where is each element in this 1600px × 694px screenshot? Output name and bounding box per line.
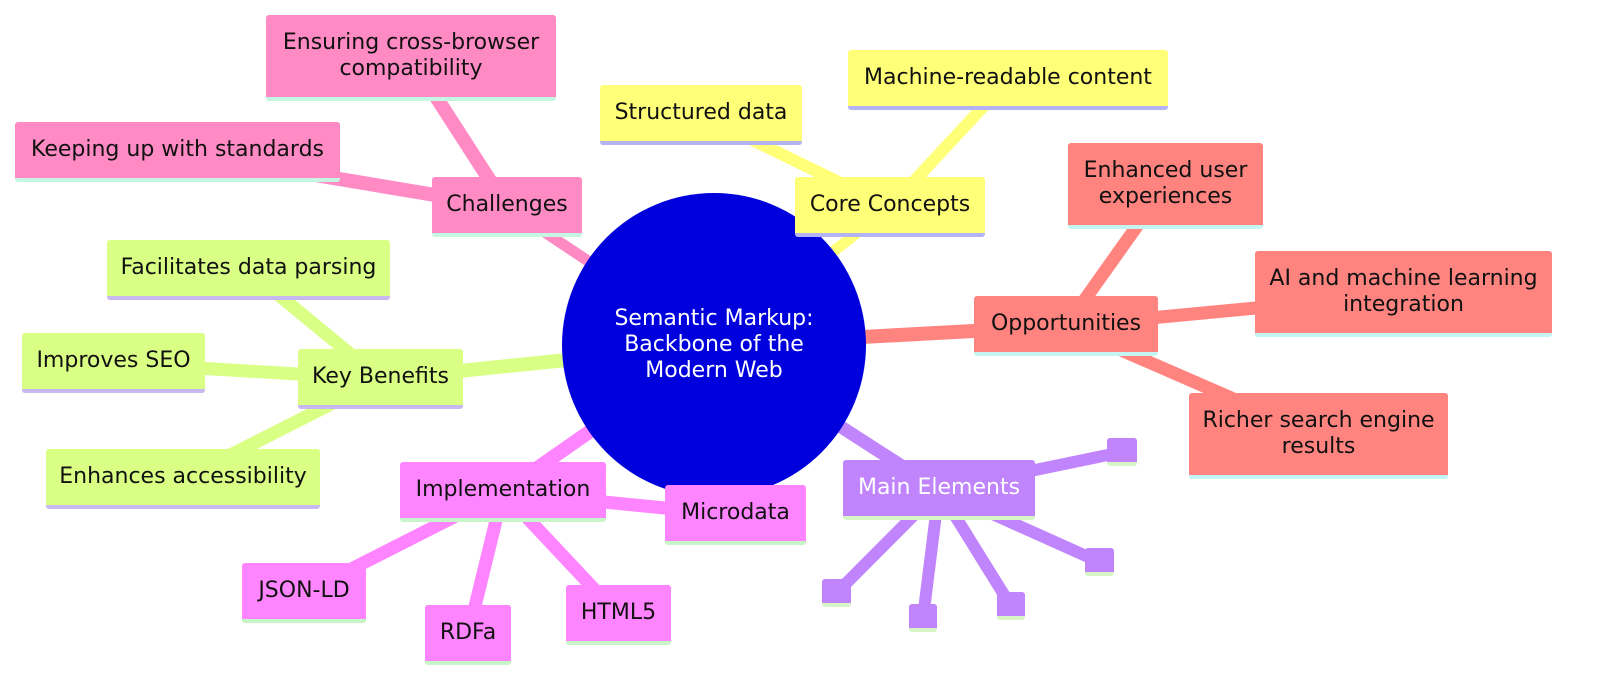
branch-benefits: Key Benefits — [298, 349, 463, 409]
implementation-child: JSON-LD — [242, 563, 366, 623]
opportunities-child: Richer search engine results — [1189, 393, 1448, 479]
opportunities-child: Enhanced user experiences — [1068, 143, 1263, 229]
core-child: Machine-readable content — [848, 50, 1168, 110]
branch-challenges: Challenges — [432, 177, 582, 237]
implementation-child: RDFa — [425, 605, 511, 665]
elements-child — [822, 579, 851, 607]
benefits-child: Enhances accessibility — [46, 449, 320, 509]
benefits-child: Facilitates data parsing — [107, 240, 390, 300]
branch-implementation: Implementation — [400, 462, 606, 522]
opportunities-child: AI and machine learning integration — [1255, 251, 1552, 337]
elements-child — [1085, 548, 1114, 576]
challenges-child: Keeping up with standards — [15, 122, 340, 182]
elements-child — [997, 592, 1025, 620]
branch-core: Core Concepts — [795, 177, 985, 237]
branch-opportunities: Opportunities — [974, 296, 1158, 356]
benefits-child: Improves SEO — [22, 333, 205, 393]
root-node: Semantic Markup: Backbone of the Modern … — [562, 193, 866, 497]
elements-child — [909, 604, 937, 632]
implementation-child: HTML5 — [566, 585, 671, 645]
core-child: Structured data — [600, 85, 802, 145]
branch-elements: Main Elements — [843, 460, 1035, 520]
challenges-child: Ensuring cross-browser compatibility — [266, 15, 556, 101]
elements-child — [1107, 438, 1137, 466]
implementation-child: Microdata — [665, 485, 806, 545]
